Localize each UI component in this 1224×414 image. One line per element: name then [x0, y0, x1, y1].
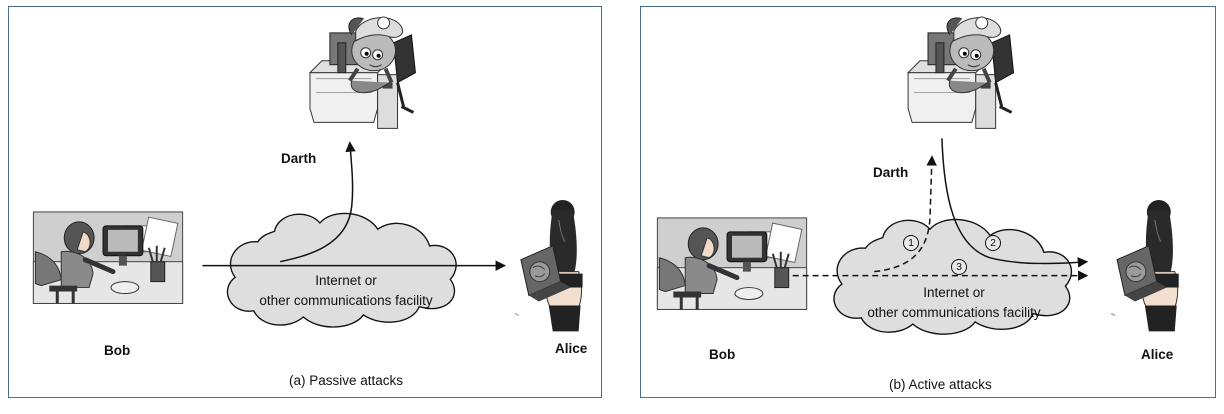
bob-illustration: [657, 218, 806, 310]
darth-illustration: [307, 14, 418, 131]
cloud-text: Internet or other communications facilit…: [241, 271, 451, 311]
bob-label: Bob: [709, 347, 736, 362]
step-2-badge: 2: [985, 235, 1001, 251]
passive-attacks-scene: [9, 14, 584, 332]
alice-label: Alice: [555, 341, 588, 356]
alice-illustration: [1110, 199, 1180, 332]
cloud-line-2: other communications facility: [259, 293, 433, 308]
passive-attacks-panel: Darth Bob Alice Internet or other commun…: [8, 6, 602, 398]
cloud-line-1: Internet or: [315, 273, 377, 288]
darth-label: Darth: [873, 165, 909, 180]
eavesdrop-arrow: [279, 141, 356, 263]
alice-label: Alice: [1141, 347, 1174, 362]
step-1-badge: 1: [903, 235, 919, 251]
cloud-line-2: other communications facility: [867, 305, 1041, 320]
cloud-text: Internet or other communications facilit…: [847, 283, 1061, 323]
cloud-line-1: Internet or: [923, 285, 985, 300]
panel-caption: (a) Passive attacks: [289, 373, 404, 388]
darth-illustration: [906, 14, 1016, 131]
bob-label: Bob: [104, 343, 131, 358]
darth-label: Darth: [281, 151, 317, 166]
intercept-arrow: [874, 155, 937, 273]
alice-illustration: [514, 199, 584, 332]
step-3-badge: 3: [951, 259, 967, 275]
panel-caption: (b) Active attacks: [889, 377, 992, 392]
darth-to-alice-arrow: [941, 138, 1089, 268]
active-attacks-scene: [641, 14, 1180, 335]
bob-illustration: [33, 212, 182, 304]
active-attacks-panel: Darth Bob Alice 1 2 3 Internet or other …: [640, 6, 1216, 398]
